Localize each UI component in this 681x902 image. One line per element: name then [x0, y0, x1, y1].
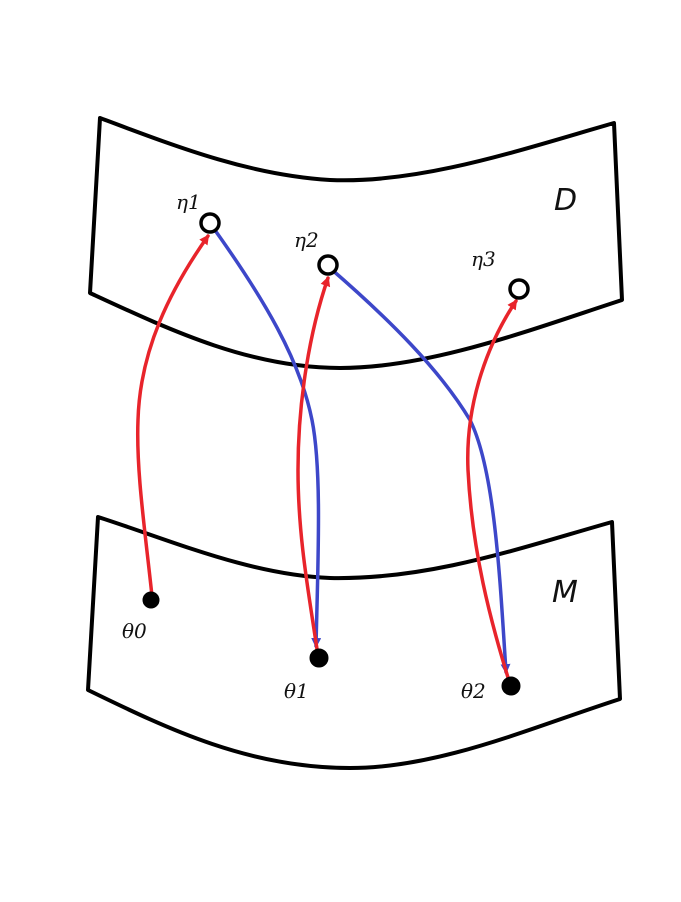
theta1-label: θ1: [284, 679, 309, 703]
theta2-point: [501, 676, 521, 696]
sheet-m-label: M: [552, 575, 578, 610]
theta-points: θ0 θ1 θ2: [122, 591, 521, 703]
theta0-point: [142, 591, 160, 609]
eta1-label: η1: [176, 190, 201, 214]
theta0-label: θ0: [122, 619, 147, 643]
arrow-theta0-to-eta1: [135, 234, 210, 598]
eta2-label: η2: [294, 228, 319, 252]
eta2-point: [317, 254, 339, 276]
arrow-eta1-to-theta1: [210, 224, 322, 648]
eta-points: η1 η2 η3: [176, 190, 530, 300]
eta3-label: η3: [471, 247, 496, 271]
eta1-point: [199, 212, 221, 234]
theta2-label: θ2: [461, 679, 486, 703]
sheet-m: M: [86, 515, 622, 770]
arrow-theta1-to-eta2: [296, 276, 331, 658]
sheet-d-label: D: [554, 183, 577, 218]
theta1-point: [309, 648, 329, 668]
sheet-m-outline: [86, 515, 622, 770]
arrow-theta2-to-eta3: [466, 299, 518, 686]
forward-arrows: [135, 234, 518, 686]
eta3-point: [508, 278, 530, 300]
sheet-d-outline: [88, 116, 624, 370]
sheet-d: D: [88, 116, 624, 370]
